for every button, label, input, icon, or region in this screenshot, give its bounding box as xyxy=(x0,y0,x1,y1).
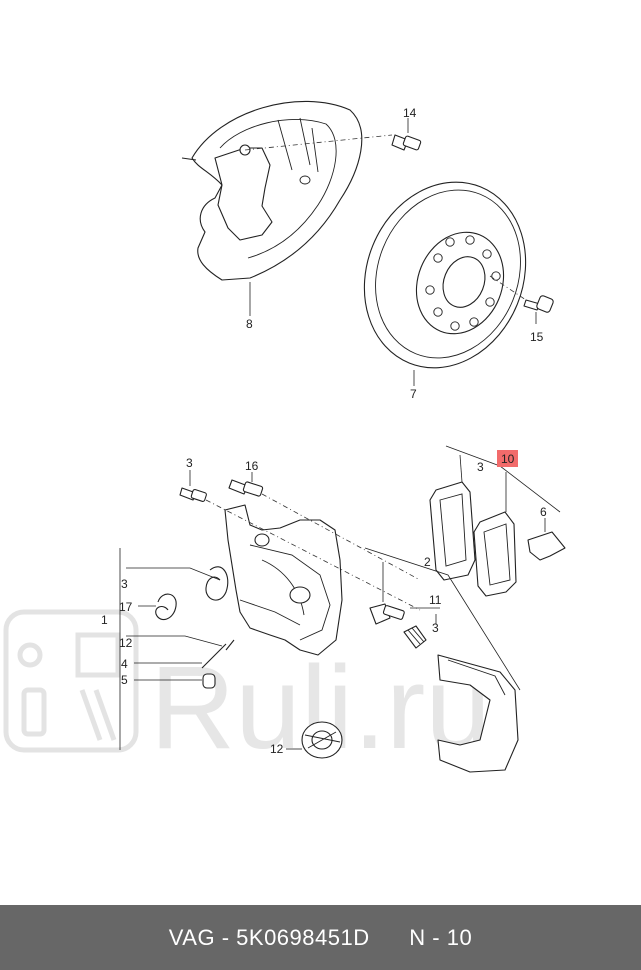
callout-3-caliper: 3 xyxy=(121,577,128,591)
caliper-carrier xyxy=(437,654,519,773)
callout-15: 15 xyxy=(530,330,544,344)
brake-pad-inner xyxy=(473,511,517,597)
callout-16: 16 xyxy=(245,459,259,473)
callout-8: 8 xyxy=(246,317,253,331)
bolt-3 xyxy=(179,487,207,502)
callout-7: 7 xyxy=(410,387,417,401)
caliper xyxy=(155,504,343,689)
footer-part-number: 5K0698451D xyxy=(236,924,370,950)
callout-10-highlight xyxy=(497,450,518,467)
callout-11: 11 xyxy=(429,593,442,607)
anti-rattle-clip xyxy=(527,531,566,561)
callout-12-hub: 12 xyxy=(270,742,284,756)
callout-3-carrier: 3 xyxy=(432,621,439,635)
guide-pin xyxy=(369,603,405,625)
watermark-filter-icon xyxy=(75,632,121,678)
bolt-16 xyxy=(228,479,264,497)
wheel-hub xyxy=(301,721,343,759)
callout-2: 2 xyxy=(424,555,431,569)
watermark-spring-icon xyxy=(79,689,117,741)
bolt-14 xyxy=(391,134,422,151)
footer-brand: VAG xyxy=(168,924,216,950)
backing-plate xyxy=(181,100,363,281)
watermark-bottle-icon xyxy=(21,687,47,737)
callout-1: 1 xyxy=(101,613,108,627)
callout-labels: 14 8 15 7 3 16 3 17 1 12 4 5 12 2 11 3 1… xyxy=(101,106,547,756)
callout-3-pads: 3 xyxy=(477,460,484,474)
callout-5: 5 xyxy=(121,673,128,687)
callout-12-caliper: 12 xyxy=(119,636,133,650)
boot xyxy=(403,625,427,649)
parts-diagram: Ruli.ru xyxy=(3,100,566,774)
callout-4: 4 xyxy=(121,657,128,671)
brake-pad-outer xyxy=(429,481,476,581)
footer-page: N - 10 xyxy=(409,924,473,950)
watermark-wheel-icon xyxy=(17,642,43,668)
watermark-box xyxy=(3,609,139,753)
callout-17: 17 xyxy=(119,600,133,614)
callout-6: 6 xyxy=(540,505,547,519)
callout-10: 10 xyxy=(501,452,515,466)
callout-14: 14 xyxy=(403,106,417,120)
footer-bar: VAG - 5K0698451D N - 10 xyxy=(0,905,641,970)
brake-disc xyxy=(363,181,527,369)
screw-15 xyxy=(523,295,554,313)
callout-3-bolt: 3 xyxy=(186,456,193,470)
